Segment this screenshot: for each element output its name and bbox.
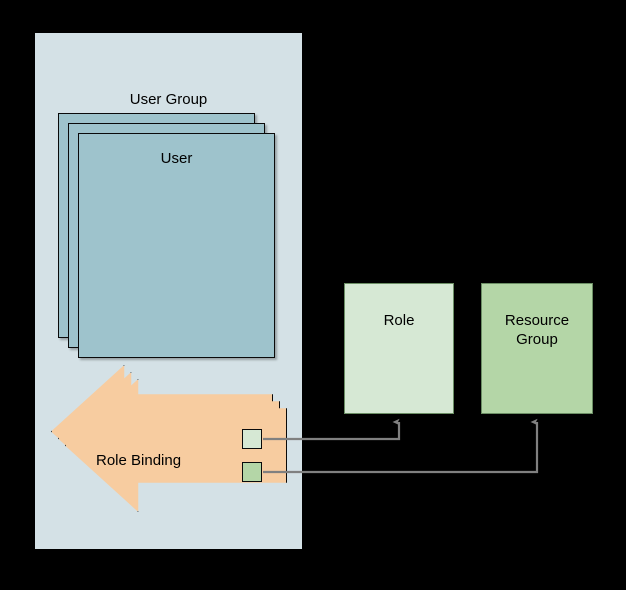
role-binding-resource-group-port[interactable] — [242, 462, 262, 482]
resource-group-box[interactable]: Resource Group — [481, 283, 593, 414]
role-binding-label: Role Binding — [96, 452, 182, 469]
resource-group-box-label: Resource Group — [504, 312, 570, 348]
role-box[interactable]: Role — [344, 283, 454, 414]
role-box-label: Role — [383, 312, 415, 329]
user-group-label: User Group — [129, 91, 208, 108]
user-card-front[interactable] — [78, 133, 275, 358]
role-binding-role-port[interactable] — [242, 429, 262, 449]
connector-rolebinding-to-resource-group — [263, 418, 539, 474]
user-card-label: User — [160, 150, 193, 167]
